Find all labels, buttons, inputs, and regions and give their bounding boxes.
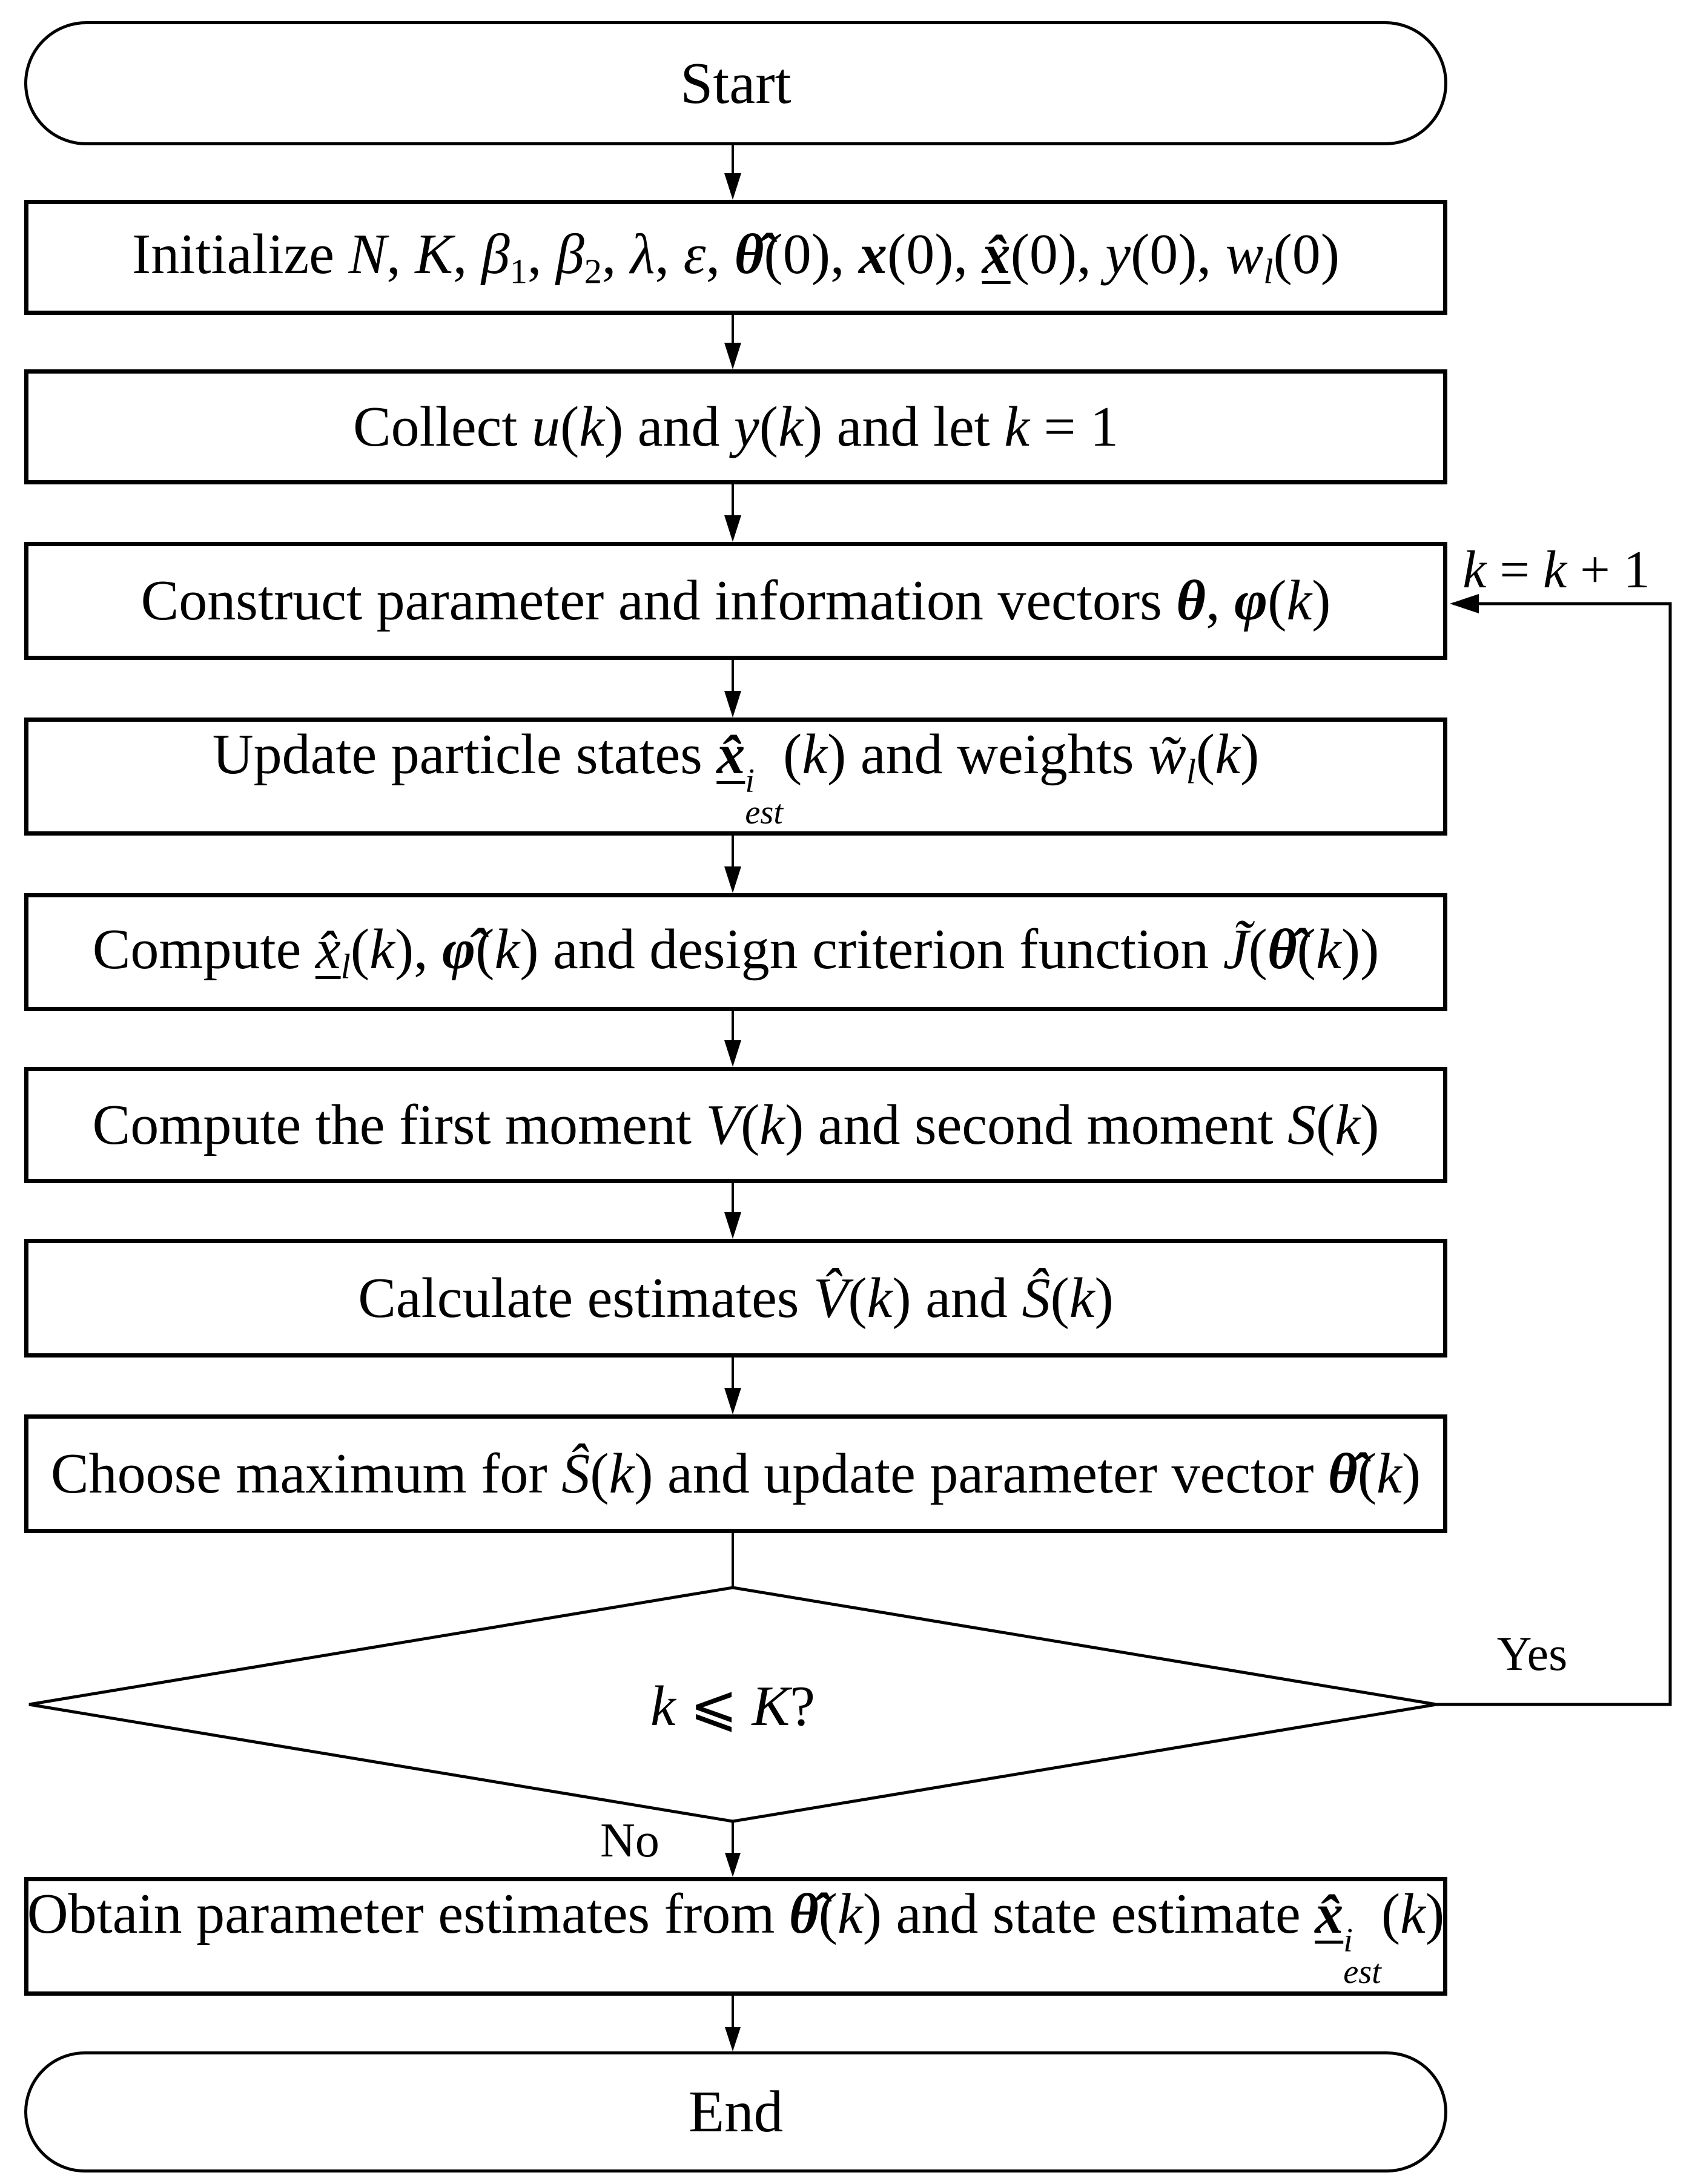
node-obtain-estimates: Obtain parameter estimates from θ̂(k) an… — [24, 1877, 1447, 1996]
node-compute-moments-label: Compute the first moment V(k) and second… — [92, 1093, 1380, 1156]
node-start-label: Start — [680, 50, 791, 116]
decision-condition-text: k ⩽ K? — [650, 1675, 815, 1738]
arrow-initialize-to-collect — [724, 315, 741, 369]
arrow-collect-to-construct — [724, 484, 741, 542]
arrow-start-to-initialize — [724, 145, 741, 200]
arrow-decision-yes-loop — [1436, 594, 1672, 1706]
node-initialize-label: Initialize N, K, β1, β2, λ, ε, θ̂(0), x(… — [131, 223, 1340, 291]
arrow-construct-to-update — [724, 660, 741, 718]
arrow-obtain-to-end — [725, 1996, 741, 2051]
node-compute-moments: Compute the first moment V(k) and second… — [24, 1067, 1447, 1183]
node-compute-design-criterion-label: Compute x̂l(k), φ̂(k) and design criteri… — [92, 917, 1380, 986]
node-collect-label: Collect u(k) and y(k) and let k = 1 — [352, 395, 1119, 458]
node-choose-maximum-label: Choose maximum for Ŝ(k) and update param… — [50, 1442, 1421, 1505]
node-construct-label: Construct parameter and information vect… — [140, 569, 1331, 633]
arrow-update-to-compute-design — [724, 836, 741, 893]
node-end-label: End — [688, 2079, 784, 2145]
arrow-compute-moments-to-calculate — [724, 1183, 741, 1239]
edge-label-increment: k = k + 1 — [1462, 541, 1650, 599]
node-initialize: Initialize N, K, β1, β2, λ, ε, θ̂(0), x(… — [24, 200, 1447, 315]
node-end: End — [24, 2051, 1447, 2172]
node-start: Start — [24, 21, 1447, 145]
arrow-calculate-to-choose — [724, 1358, 741, 1414]
node-calculate-estimates: Calculate estimates V̂(k) and Ŝ(k) — [24, 1239, 1447, 1358]
edge-label-no: No — [600, 1814, 659, 1867]
node-obtain-estimates-label: Obtain parameter estimates from θ̂(k) an… — [27, 1882, 1445, 1991]
arrow-decision-no-to-obtain — [725, 1821, 741, 1877]
node-collect: Collect u(k) and y(k) and let k = 1 — [24, 369, 1447, 484]
node-decision-label: k ⩽ K? — [551, 1660, 914, 1751]
node-construct: Construct parameter and information vect… — [24, 542, 1447, 660]
edge-label-yes: Yes — [1496, 1628, 1568, 1681]
node-choose-maximum: Choose maximum for Ŝ(k) and update param… — [24, 1414, 1447, 1533]
arrow-compute-design-to-compute-moments — [724, 1011, 741, 1067]
node-calculate-estimates-label: Calculate estimates V̂(k) and Ŝ(k) — [358, 1266, 1114, 1330]
node-compute-design-criterion: Compute x̂l(k), φ̂(k) and design criteri… — [24, 893, 1447, 1011]
